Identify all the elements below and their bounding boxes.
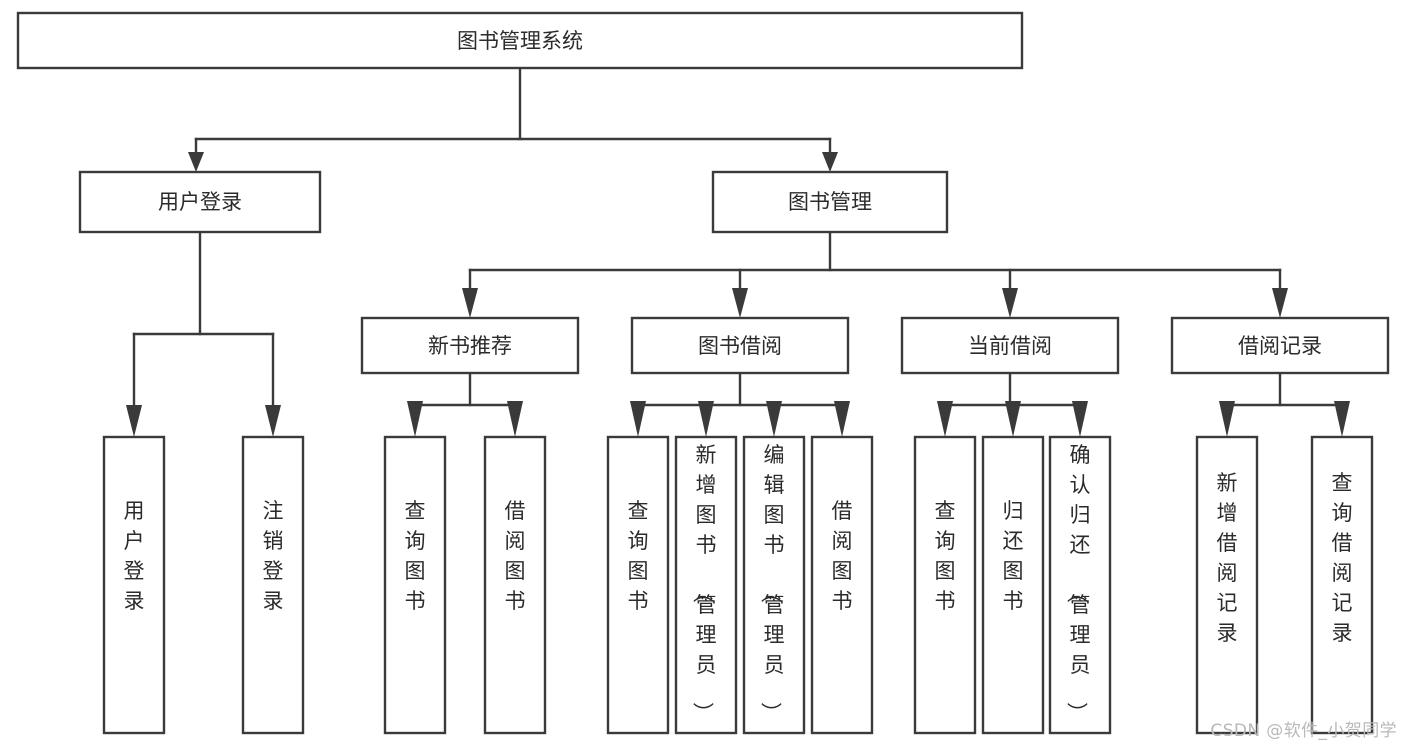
node-current-borrow-box[interactable] [900,316,1120,375]
node-root-box[interactable] [16,11,1024,70]
leaf-borrow-book-2-label: 借阅图书 [832,499,853,613]
leaf-node-confirm-return[interactable]: 确认归还（管理员） [1048,435,1112,735]
leaf-add-book-box[interactable] [674,435,738,735]
leaf-borrow-book-1-label: 借阅图书 [505,499,526,613]
node-borrow-records-label: 借阅记录 [1238,334,1322,358]
node-book-management[interactable]: 图书管理 [711,170,949,234]
leaf-node-add-record[interactable]: 新增借阅记录 [1195,435,1259,735]
node-book-borrow-label: 图书借阅 [698,334,782,358]
arrow-head-leaf-add-record [1219,401,1235,437]
node-root[interactable]: 图书管理系统 [16,11,1024,70]
leaf-add-record-label: 新增借阅记录 [1217,471,1238,645]
arrow-head-borrow [732,288,748,318]
node-book-borrow[interactable]: 图书借阅 [630,316,850,375]
leaf-borrow-book-1-box[interactable] [483,435,547,735]
leaf-node-edit-book[interactable]: 编辑图书（管理员） [742,435,806,735]
arrow-head-records [1272,288,1288,318]
node-borrow-records-box[interactable] [1170,316,1390,375]
arrow-head-userlogin [188,152,204,172]
arrow-head-leaf-query-book-2 [630,401,646,437]
leaf-confirm-return-label: 确认归还（管理员） [1065,443,1091,723]
leaf-node-user-login[interactable]: 用户登录 [102,435,166,735]
leaf-node-return-book[interactable]: 归还图书 [981,435,1045,735]
leaf-node-query-book-1[interactable]: 查询图书 [383,435,447,735]
node-current-borrow-label: 当前借阅 [968,334,1052,358]
arrow-head-newbook [462,288,478,318]
arrow-head-leaf-borrow-book-2 [834,401,850,437]
leaf-node-add-book[interactable]: 新增图书（管理员） [674,435,738,735]
leaf-node-borrow-book-1[interactable]: 借阅图书 [483,435,547,735]
node-book-borrow-box[interactable] [630,316,850,375]
arrow-head-leaf-return-book [1005,401,1021,437]
leaf-query-book-1-label: 查询图书 [405,499,426,613]
arrow-head-leaf-add-book [698,401,714,437]
node-current-borrow[interactable]: 当前借阅 [900,316,1120,375]
leaf-query-book-3-box[interactable] [913,435,977,735]
node-root-label: 图书管理系统 [457,29,583,53]
leaf-query-book-3-label: 查询图书 [935,499,956,613]
node-new-book-recommend[interactable]: 新书推荐 [360,316,580,375]
leaf-user-login-box[interactable] [102,435,166,735]
node-book-management-box[interactable] [711,170,949,234]
leaf-add-book-label: 新增图书（管理员） [691,443,717,723]
arrow-head-leaf-confirm-return [1072,401,1088,437]
arrow-head-leaf-borrow-book-1 [507,401,523,437]
arrow-head-current [1002,288,1018,318]
leaf-node-borrow-book-2[interactable]: 借阅图书 [810,435,874,735]
node-new-book-recommend-label: 新书推荐 [428,334,512,358]
arrow-head-leaf-query-book-3 [937,401,953,437]
node-book-management-label: 图书管理 [788,190,872,214]
leaf-edit-book-box[interactable] [742,435,806,735]
node-borrow-records[interactable]: 借阅记录 [1170,316,1390,375]
leaf-node-logout[interactable]: 注销登录 [241,435,305,735]
leaf-node-query-book-3[interactable]: 查询图书 [913,435,977,735]
node-new-book-recommend-box[interactable] [360,316,580,375]
leaf-user-login-label: 用户登录 [124,499,145,613]
arrow-head-bookmgmt [822,152,838,172]
leaf-add-record-box[interactable] [1195,435,1259,735]
leaf-query-record-box[interactable] [1310,435,1374,735]
node-user-login-label: 用户登录 [158,190,242,214]
node-user-login-box[interactable] [78,170,322,234]
leaf-logout-label: 注销登录 [263,499,284,613]
arrow-head-leaf-query-book-1 [407,401,423,437]
leaf-borrow-book-2-box[interactable] [810,435,874,735]
leaf-query-record-label: 查询借阅记录 [1332,471,1353,645]
leaf-query-book-2-label: 查询图书 [628,499,649,613]
arrow-head-leaf-user-login [126,405,142,437]
leaf-logout-box[interactable] [241,435,305,735]
arrow-head-leaf-query-record [1334,401,1350,437]
leaf-return-book-box[interactable] [981,435,1045,735]
leaf-return-book-label: 归还图书 [1003,499,1024,613]
node-user-login[interactable]: 用户登录 [78,170,322,234]
leaf-query-book-2-box[interactable] [606,435,670,735]
leaf-edit-book-label: 编辑图书（管理员） [759,443,785,723]
arrow-head-leaf-logout [265,405,281,437]
leaf-node-query-record[interactable]: 查询借阅记录 [1310,435,1374,735]
leaf-confirm-return-box[interactable] [1048,435,1112,735]
leaf-node-query-book-2[interactable]: 查询图书 [606,435,670,735]
arrow-head-leaf-edit-book [766,401,782,437]
leaf-query-book-1-box[interactable] [383,435,447,735]
connector-layer [126,66,1350,437]
